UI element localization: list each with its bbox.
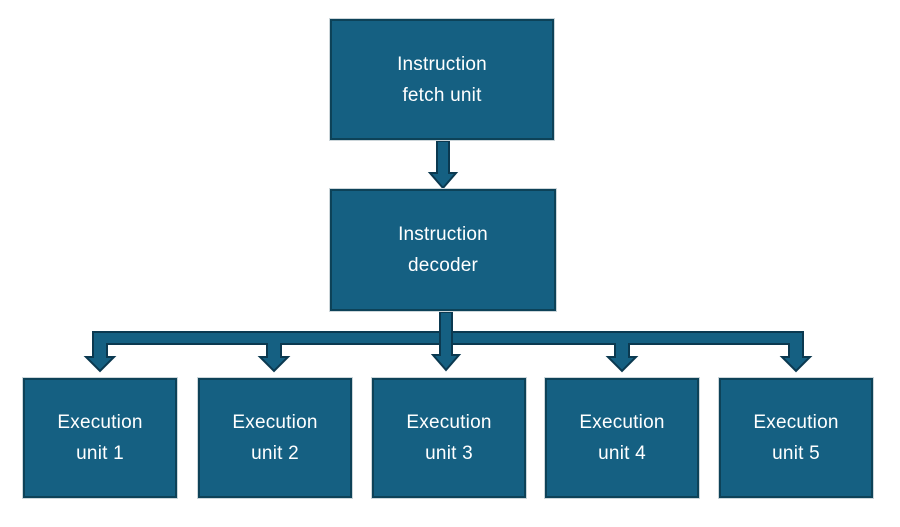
node-instruction-fetch-unit: Instruction fetch unit xyxy=(330,19,554,140)
node-label-line: unit 4 xyxy=(598,443,646,464)
node-label-line: Instruction xyxy=(398,224,488,245)
node-label-line: Execution xyxy=(753,412,839,433)
node-label-line: decoder xyxy=(407,255,479,276)
node-execution-unit-5: Execution unit 5 xyxy=(719,378,873,498)
node-label-line: unit 1 xyxy=(76,443,124,464)
node-label-line: Execution xyxy=(232,412,318,433)
arrow-decoder-to-exec3-icon xyxy=(430,311,462,372)
node-execution-unit-4: Execution unit 4 xyxy=(545,378,699,498)
node-execution-unit-1: Execution unit 1 xyxy=(23,378,177,498)
node-execution-unit-2: Execution unit 2 xyxy=(198,378,352,498)
node-label-line: Execution xyxy=(406,412,492,433)
node-execution-unit-3: Execution unit 3 xyxy=(372,378,526,498)
node-label-line: Execution xyxy=(579,412,665,433)
arrow-branch-bar-icon xyxy=(83,331,813,373)
node-label-line: unit 5 xyxy=(772,443,820,464)
node-instruction-decoder: Instruction decoder xyxy=(330,189,556,311)
node-label-line: Execution xyxy=(57,412,143,433)
node-label-line: Instruction xyxy=(397,53,487,75)
node-label-line: unit 2 xyxy=(251,443,299,464)
node-label-line: fetch unit xyxy=(402,84,482,106)
node-label-line: unit 3 xyxy=(425,443,473,464)
arrow-fetch-to-decoder-icon xyxy=(427,140,459,190)
